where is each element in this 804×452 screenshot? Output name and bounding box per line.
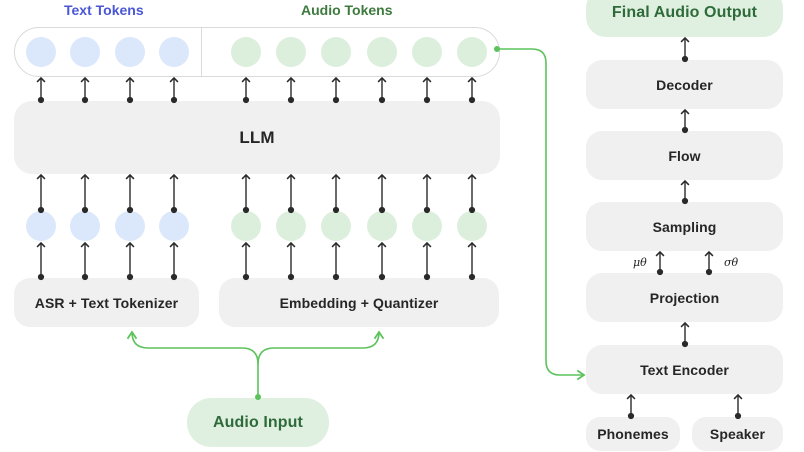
audio-input-to-tokenizer-connector <box>126 330 259 397</box>
sampling-to-flow-arrow-dot <box>681 197 689 205</box>
text-encoder-label: Text Encoder <box>640 361 729 378</box>
tokenizer-to-token-arrow-dot <box>378 273 386 281</box>
output-audio-token <box>276 37 306 67</box>
projection-label: Projection <box>649 289 720 306</box>
input-audio-token <box>321 211 351 241</box>
token-to-llm-arrow-dot <box>423 206 431 214</box>
embedding-quantizer-label: Embedding + Quantizer <box>279 294 439 311</box>
input-audio-token <box>276 211 306 241</box>
output-audio-token <box>367 37 397 67</box>
speaker-label: Speaker <box>709 426 766 442</box>
token-to-llm-arrow-dot <box>287 206 295 214</box>
text-tokens-header: Text Tokens <box>64 2 144 18</box>
llm-to-token-arrow-dot <box>242 96 250 104</box>
llm-to-token-arrow-dot <box>37 96 45 104</box>
projection-block: Projection <box>586 273 783 322</box>
llm-to-token-arrow-dot <box>81 96 89 104</box>
tokenizer-to-token-arrow-dot <box>170 273 178 281</box>
tokenizer-to-token-arrow-dot <box>37 273 45 281</box>
sigma-arrow-dot <box>705 268 713 276</box>
llm-to-token-arrow-dot <box>423 96 431 104</box>
final-audio-output-label: Final Audio Output <box>611 3 758 21</box>
audio-token-to-text-encoder-connector <box>497 48 586 381</box>
token-to-llm-arrow-dot <box>378 206 386 214</box>
input-audio-token <box>457 211 487 241</box>
llm-label: LLM <box>239 127 275 147</box>
input-text-token <box>70 211 100 241</box>
llm-to-token-arrow-dot <box>468 96 476 104</box>
tokenizer-to-token-arrow-dot <box>126 273 134 281</box>
tokenizer-to-token-arrow-dot <box>332 273 340 281</box>
input-audio-token <box>412 211 442 241</box>
token-to-llm-arrow-dot <box>37 206 45 214</box>
tokenizer-to-token-arrow-dot <box>287 273 295 281</box>
phonemes-to-encoder-arrow-dot <box>627 412 635 420</box>
final-audio-output-block: Final Audio Output <box>586 0 783 37</box>
text-encoder-to-projection-arrow-dot <box>681 340 689 348</box>
embedding-quantizer-block: Embedding + Quantizer <box>219 278 499 327</box>
flow-label: Flow <box>668 147 701 164</box>
mu-arrow-dot <box>656 268 664 276</box>
llm-block: LLM <box>14 101 500 174</box>
phonemes-label: Phonemes <box>597 426 669 442</box>
text-encoder-block: Text Encoder <box>586 345 783 394</box>
tokenizer-to-token-arrow-dot <box>423 273 431 281</box>
input-text-token <box>159 211 189 241</box>
output-text-token <box>70 37 100 67</box>
llm-to-token-arrow-dot <box>287 96 295 104</box>
audio-input-to-embedding-connector <box>257 330 385 365</box>
speaker-to-encoder-arrow-dot <box>734 412 742 420</box>
audio-tokens-header: Audio Tokens <box>301 2 393 18</box>
flow-to-decoder-arrow-dot <box>681 126 689 134</box>
audio-input-label: Audio Input <box>213 413 303 431</box>
token-to-llm-arrow-dot <box>170 206 178 214</box>
token-to-llm-arrow-dot <box>332 206 340 214</box>
output-audio-token <box>321 37 351 67</box>
asr-tokenizer-label: ASR + Text Tokenizer <box>34 294 179 311</box>
token-to-llm-arrow-dot <box>81 206 89 214</box>
phonemes-block: Phonemes <box>586 417 680 451</box>
input-text-token <box>26 211 56 241</box>
output-audio-token <box>412 37 442 67</box>
token-to-llm-arrow-dot <box>242 206 250 214</box>
tokenizer-to-token-arrow-dot <box>242 273 250 281</box>
llm-to-token-arrow-dot <box>378 96 386 104</box>
output-text-token <box>115 37 145 67</box>
output-text-token <box>159 37 189 67</box>
audio-input-block: Audio Input <box>187 398 329 447</box>
flow-block: Flow <box>586 131 783 180</box>
output-text-token <box>26 37 56 67</box>
token-to-llm-arrow-dot <box>468 206 476 214</box>
tokenizer-to-token-arrow-dot <box>81 273 89 281</box>
asr-tokenizer-block: ASR + Text Tokenizer <box>14 278 199 327</box>
output-audio-token <box>457 37 487 67</box>
llm-to-token-arrow-dot <box>126 96 134 104</box>
sampling-label: Sampling <box>652 218 717 235</box>
decoder-label: Decoder <box>656 76 713 93</box>
token-strip-divider <box>201 27 202 77</box>
decoder-block: Decoder <box>586 60 783 109</box>
input-audio-token <box>367 211 397 241</box>
audio-input-dot <box>255 394 261 400</box>
speaker-block: Speaker <box>692 417 783 451</box>
input-text-token <box>115 211 145 241</box>
llm-to-token-arrow-dot <box>170 96 178 104</box>
output-audio-token <box>231 37 261 67</box>
decoder-to-output-arrow-dot <box>681 55 689 63</box>
sigma-theta-label: σθ <box>724 256 739 269</box>
token-to-llm-arrow-dot <box>126 206 134 214</box>
llm-to-token-arrow-dot <box>332 96 340 104</box>
connector-start-dot <box>494 46 500 52</box>
sampling-block: Sampling <box>586 202 783 251</box>
tokenizer-to-token-arrow-dot <box>468 273 476 281</box>
input-audio-token <box>231 211 261 241</box>
mu-theta-label: μθ <box>633 256 647 269</box>
